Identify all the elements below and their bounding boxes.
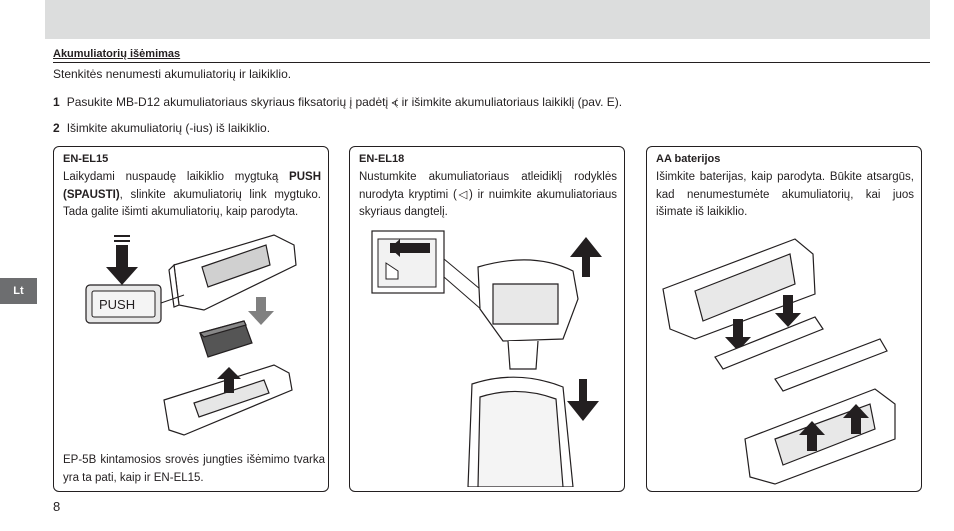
- box-en-el18-title: EN-EL18: [359, 153, 405, 165]
- intro-text: Stenkitės nenumesti akumuliatorių ir lai…: [53, 67, 292, 81]
- box-en-el15-title: EN-EL15: [63, 153, 109, 165]
- aa-illustration: [662, 238, 896, 485]
- box-en-el15-note: EP-5B kintamosios srovės jungties išėmim…: [63, 454, 325, 484]
- box-en-el15: EN-EL15 Laikydami nuspaudę laikiklio myg…: [53, 146, 329, 492]
- box-aa-title: AA baterijos: [656, 153, 721, 165]
- section-title: Akumuliatorių išėmimas: [53, 48, 181, 60]
- en-el15-illustration: PUSH: [85, 234, 297, 436]
- push-illustration-label: PUSH: [99, 297, 135, 312]
- step-1-text: Pasukite MB-D12 akumuliatoriaus skyriaus…: [66, 95, 623, 109]
- en-el18-illustration: [371, 230, 602, 487]
- box-en-el18: EN-EL18 Nustumkite akumuliatoriaus atlei…: [349, 146, 625, 492]
- box-en-el15-line1: Laikydami nuspaudę laikiklio mygtuką: [63, 171, 290, 183]
- box-en-el15-line3: , slinkite akumuliatorių link mygtuko. T…: [63, 188, 321, 219]
- box-en-el15-text: Laikydami nuspaudę laikiklio mygtuką PUS…: [63, 169, 321, 222]
- box-aa: AA baterijos Išimkite baterijas, kaip pa…: [646, 146, 922, 492]
- header-bar: [45, 0, 930, 39]
- step-2-text: Išimkite akumuliatorių (-ius) iš laikikl…: [66, 121, 271, 135]
- push-label-text: PUSH: [289, 171, 321, 183]
- title-rule: [53, 62, 930, 63]
- box-aa-text: Išimkite baterijas, kaip parodyta. Būkit…: [656, 171, 914, 218]
- page-number: 8: [53, 499, 61, 514]
- step-2: 2 Išimkite akumuliatorių (-ius) iš laikik…: [53, 121, 270, 135]
- step-1: 1 Pasukite MB-D12 akumuliatoriaus skyriau…: [53, 95, 622, 110]
- step-2-number: 2: [53, 121, 60, 135]
- language-tab: Lt: [0, 278, 37, 304]
- spausti-label-text: (SPAUSTI): [63, 188, 120, 201]
- step-1-number: 1: [53, 95, 60, 109]
- box-en-el18-text: Nustumkite akumuliatoriaus atleidiklį ro…: [359, 171, 617, 218]
